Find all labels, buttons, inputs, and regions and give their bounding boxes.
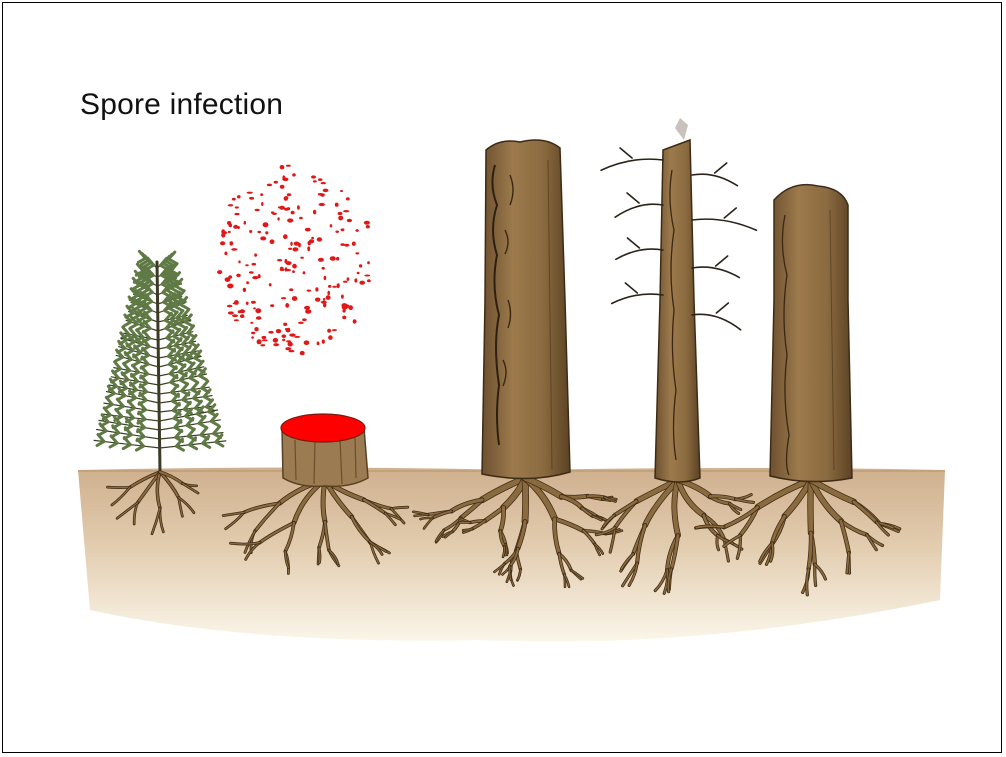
dead-tree <box>601 118 756 482</box>
tree-trunk-1 <box>482 140 570 479</box>
spore-cloud <box>217 165 371 356</box>
young-spruce <box>94 251 226 472</box>
stump-cut-surface <box>281 414 365 442</box>
infected-stump <box>281 414 368 486</box>
tree-trunk-2 <box>770 185 852 482</box>
